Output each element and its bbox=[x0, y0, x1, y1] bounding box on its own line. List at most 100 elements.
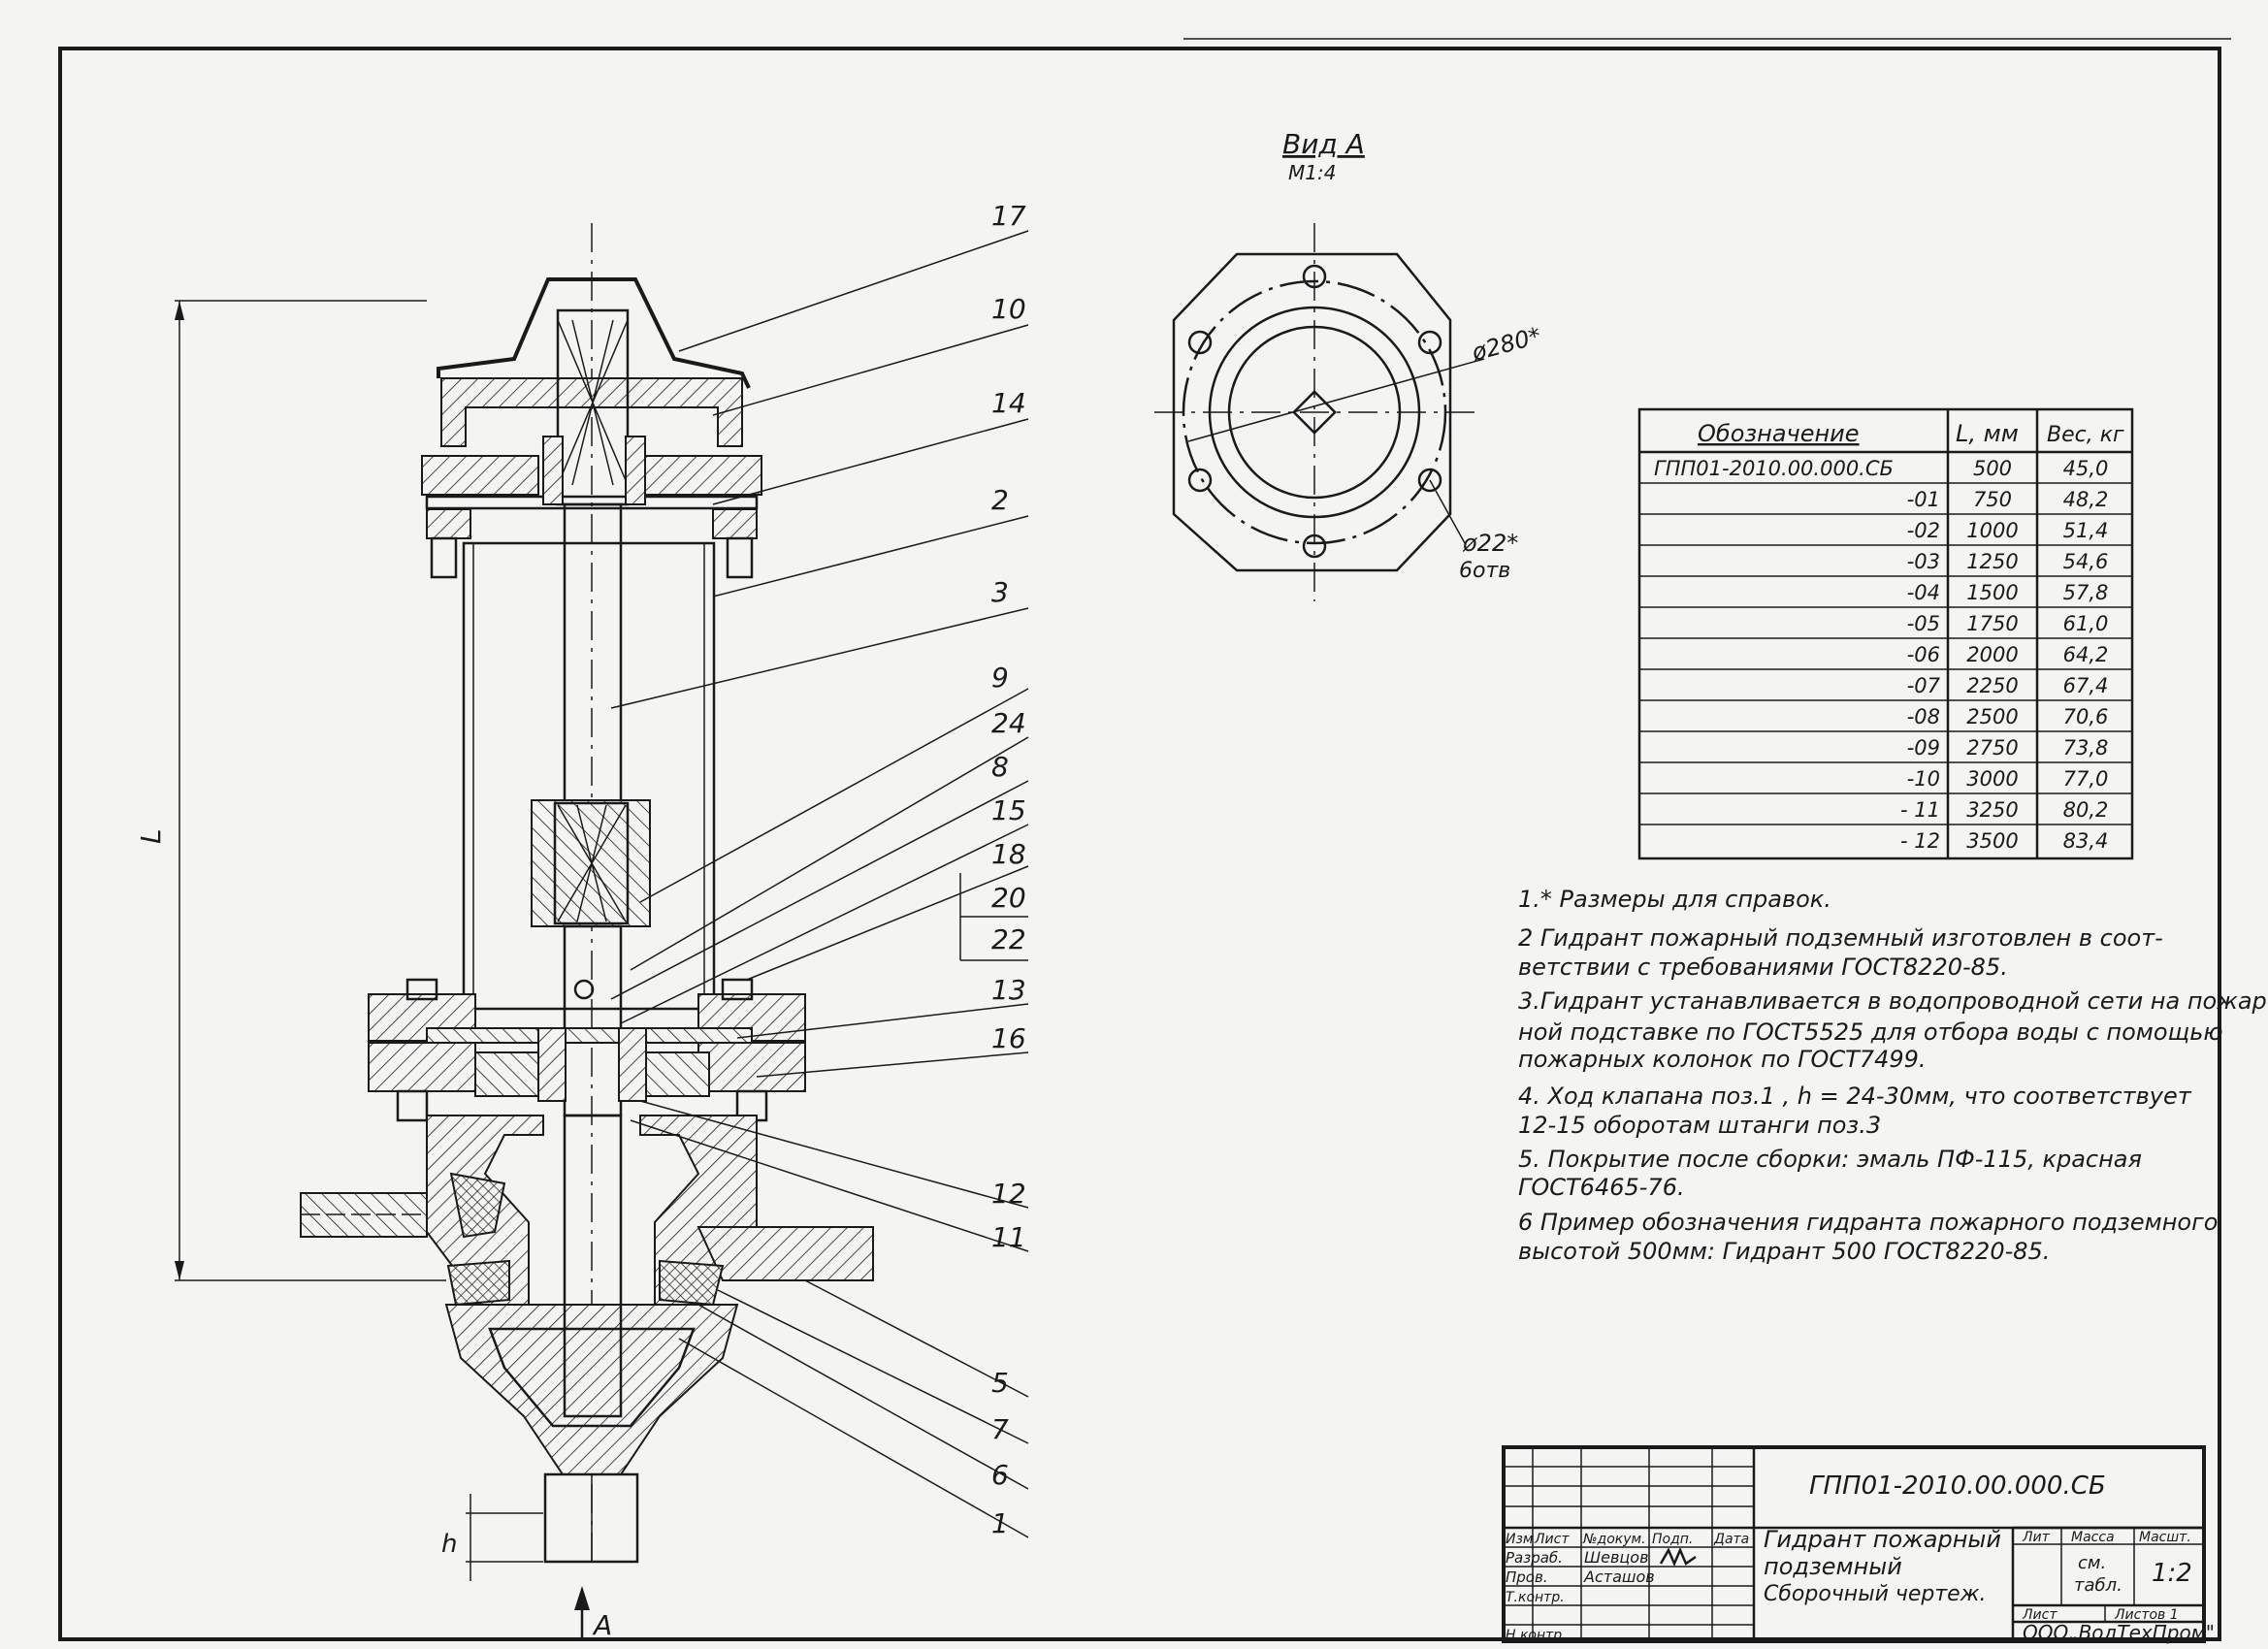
view-title: Вид А bbox=[1282, 128, 1365, 160]
table-header-designation: Обозначение bbox=[1698, 420, 1860, 447]
drawing-name-2: подземный bbox=[1764, 1553, 1902, 1580]
callout-10: 10 bbox=[991, 293, 1026, 325]
callout-17: 17 bbox=[991, 200, 1026, 232]
table-cell-length: 3000 bbox=[1966, 767, 2018, 791]
table-cell-designation: ГПП01-2010.00.000.СБ bbox=[1654, 457, 1894, 480]
base-flange-right bbox=[697, 1226, 874, 1281]
table-cell-designation: -03 bbox=[1907, 550, 1940, 573]
diameter-label: ø280* bbox=[1468, 322, 1543, 367]
table-cell-weight: 80,2 bbox=[2063, 798, 2109, 822]
scale-value: 1:2 bbox=[2152, 1559, 2192, 1588]
table-cell-designation: - 12 bbox=[1900, 829, 1940, 853]
stroke-label: h bbox=[441, 1530, 457, 1559]
table-cell-designation: -04 bbox=[1907, 581, 1940, 604]
top-flange-left bbox=[421, 455, 539, 496]
dimension-stroke: h bbox=[441, 1494, 543, 1581]
hydrant-section-view bbox=[300, 223, 874, 1564]
callout-8: 8 bbox=[991, 751, 1009, 783]
scale-label: Масшт. bbox=[2139, 1530, 2191, 1545]
callout-22: 22 bbox=[991, 923, 1026, 955]
table-cell-length: 1000 bbox=[1966, 519, 2018, 542]
mass-label: Масса bbox=[2071, 1530, 2115, 1545]
note-1: 1.* Размеры для справок. bbox=[1518, 886, 1831, 913]
table-cell-weight: 61,0 bbox=[2063, 612, 2109, 635]
col-change: Изм bbox=[1506, 1532, 1534, 1547]
signature-mark bbox=[1659, 1546, 1697, 1568]
table-cell-designation: -08 bbox=[1907, 705, 1940, 728]
callout-18: 18 bbox=[991, 838, 1026, 870]
table-cell-weight: 51,4 bbox=[2063, 519, 2109, 542]
table-cell-designation: -07 bbox=[1907, 674, 1941, 697]
note-2b: ветствии с требованиями ГОСТ8220-85. bbox=[1518, 954, 2008, 981]
note-3c: пожарных колонок по ГОСТ7499. bbox=[1518, 1046, 1927, 1073]
callout-7: 7 bbox=[991, 1413, 1009, 1445]
table-cell-weight: 57,8 bbox=[2063, 581, 2109, 604]
table-cell-weight: 77,0 bbox=[2063, 767, 2109, 791]
sheets-label: Листов 1 bbox=[2114, 1607, 2179, 1623]
table-cell-length: 2750 bbox=[1966, 736, 2018, 760]
role-tech-control: Т.контр. bbox=[1506, 1590, 1565, 1605]
lower-rod bbox=[563, 924, 623, 1117]
callout-16: 16 bbox=[991, 1022, 1026, 1054]
sheet-label: Лист bbox=[2022, 1607, 2057, 1623]
body-pipe bbox=[462, 541, 716, 1011]
table-cell-length: 2250 bbox=[1966, 674, 2018, 697]
stem-rod bbox=[563, 502, 623, 807]
document-code: ГПП01-2010.00.000.СБ bbox=[1809, 1471, 2106, 1501]
lit-label: Лит bbox=[2022, 1530, 2051, 1545]
table-cell-weight: 45,0 bbox=[2063, 457, 2109, 480]
note-5b: ГОСТ6465-76. bbox=[1518, 1174, 1685, 1201]
table-cell-weight: 48,2 bbox=[2063, 488, 2109, 511]
note-5a: 5. Покрытие после сборки: эмаль ПФ-115, … bbox=[1518, 1146, 2142, 1173]
cap-part bbox=[437, 277, 751, 389]
flange-outline bbox=[1172, 252, 1452, 572]
table-cell-weight: 83,4 bbox=[2063, 829, 2109, 853]
view-arrow: A bbox=[574, 1586, 612, 1641]
checker-name: Асташов bbox=[1583, 1568, 1655, 1586]
callout-1: 1 bbox=[991, 1507, 1009, 1539]
col-sign: Подп. bbox=[1652, 1532, 1693, 1547]
view-a: Вид А М1:4 ø280* ø22* 6отв bbox=[1154, 128, 1544, 601]
callout-11: 11 bbox=[991, 1221, 1026, 1253]
table-cell-length: 750 bbox=[1973, 488, 2012, 511]
middle-flange-lower-right bbox=[697, 1042, 806, 1092]
table-cell-length: 3500 bbox=[1966, 829, 2018, 853]
table-cell-length: 1500 bbox=[1966, 581, 2018, 604]
table-cell-length: 500 bbox=[1973, 457, 2012, 480]
seal-ring-right bbox=[659, 1259, 725, 1307]
note-3a: 3.Гидрант устанавливается в водопроводно… bbox=[1518, 987, 2268, 1015]
middle-flange-lower-left bbox=[368, 1042, 476, 1092]
title-block: ГПП01-2010.00.000.СБ Гидрант пожарный по… bbox=[1502, 1445, 2215, 1644]
table-header-length: L, мм bbox=[1956, 420, 2019, 447]
col-sheet: Лист bbox=[1534, 1532, 1570, 1547]
hole-diameter-label: ø22* bbox=[1462, 530, 1518, 557]
callout-6: 6 bbox=[991, 1459, 1009, 1491]
callout-2: 2 bbox=[991, 484, 1009, 516]
table-cell-weight: 73,8 bbox=[2063, 736, 2109, 760]
callout-24: 24 bbox=[991, 707, 1026, 739]
cover-part bbox=[440, 377, 743, 447]
hole-count-label: 6отв bbox=[1459, 559, 1510, 583]
developer-name: Шевцов bbox=[1584, 1548, 1649, 1567]
mass-value-1: см. bbox=[2078, 1553, 2106, 1573]
table-cell-designation: -02 bbox=[1907, 519, 1940, 542]
col-date: Дата bbox=[1713, 1532, 1749, 1547]
dimension-length: L bbox=[135, 300, 446, 1281]
callout-12: 12 bbox=[991, 1178, 1026, 1210]
note-4a: 4. Ход клапана поз.1 , h = 24-30мм, что … bbox=[1518, 1083, 2192, 1110]
table-cell-weight: 70,6 bbox=[2063, 705, 2109, 728]
callout-numbers: 17 10 14 2 3 9 24 8 15 18 20 22 13 16 12… bbox=[991, 200, 1026, 1539]
callout-15: 15 bbox=[991, 794, 1026, 826]
callout-9: 9 bbox=[991, 662, 1009, 694]
table-cell-designation: -05 bbox=[1907, 612, 1940, 635]
top-flange-right bbox=[644, 455, 762, 496]
table-cell-length: 2500 bbox=[1966, 705, 2018, 728]
table-header-weight: Вес, кг bbox=[2047, 423, 2124, 447]
seal-ring-left bbox=[446, 1259, 510, 1307]
callout-leaders bbox=[610, 230, 1029, 1538]
col-doc: №докум. bbox=[1582, 1532, 1646, 1547]
callout-13: 13 bbox=[991, 974, 1026, 1006]
drawing-name-3: Сборочный чертеж. bbox=[1764, 1582, 1987, 1606]
